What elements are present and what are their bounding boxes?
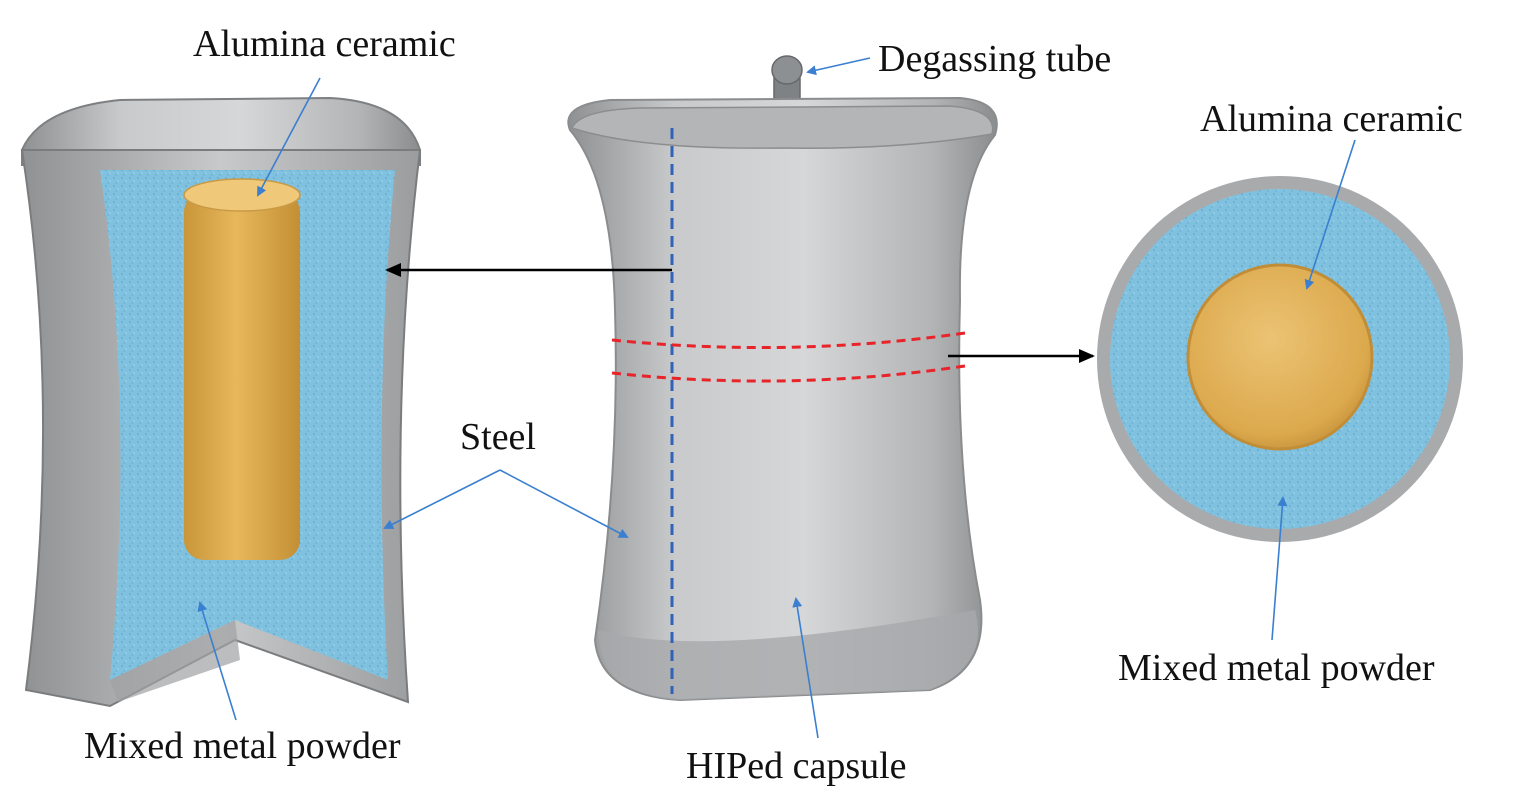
- capsule-body: [567, 96, 998, 702]
- capsule-bottom-rim: [598, 610, 978, 700]
- label-steel: Steel: [460, 416, 536, 458]
- hiped-capsule-photo: [567, 55, 998, 702]
- cross-section-ceramic-disc: [1186, 263, 1374, 451]
- cutaway-notch: [110, 620, 240, 702]
- cutaway-capsule: [20, 96, 422, 708]
- leader-steel-left: [383, 469, 501, 529]
- cross-section-view: [1097, 176, 1463, 542]
- label-alumina-ceramic-left: Alumina ceramic: [193, 23, 456, 65]
- capsule-top-rim: [570, 105, 994, 149]
- leader-hiped-capsule: [792, 597, 819, 739]
- cutaway-ceramic-rod: [183, 178, 301, 560]
- horizontal-section-line-upper: [611, 331, 966, 350]
- label-mixed-metal-powder-right: Mixed metal powder: [1118, 647, 1435, 689]
- label-hiped-capsule: HIPed capsule: [686, 745, 907, 787]
- horizontal-section-line-lower: [611, 364, 966, 383]
- leader-steel-right: [499, 469, 629, 538]
- leader-alumina-left: [257, 77, 321, 197]
- label-mixed-metal-powder-left: Mixed metal powder: [84, 725, 401, 767]
- label-alumina-ceramic-right: Alumina ceramic: [1200, 98, 1463, 140]
- cutaway-top-rim: [21, 96, 421, 166]
- leader-powder-left: [197, 601, 237, 721]
- leader-powder-right: [1271, 496, 1288, 641]
- label-degassing-tube: Degassing tube: [878, 38, 1111, 80]
- leader-alumina-right: [1304, 139, 1356, 290]
- leader-degassing-tube: [806, 57, 871, 76]
